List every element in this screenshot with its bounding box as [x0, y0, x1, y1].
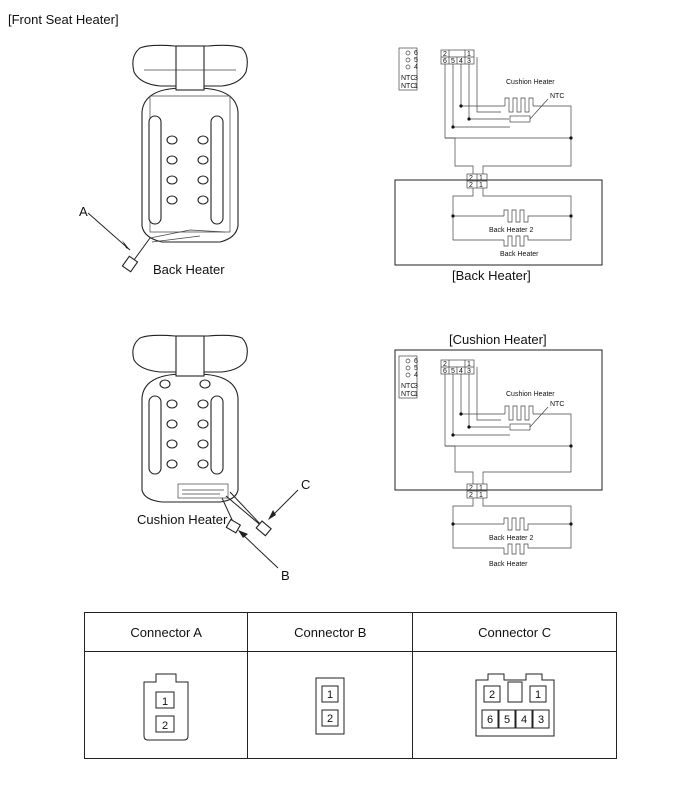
back-heater-label: Back Heater: [153, 262, 225, 277]
back-heater-seat: [121, 44, 248, 273]
upper-conn-pin-3: 3: [467, 368, 471, 375]
cushion-heater-label: Cushion Heater: [137, 512, 228, 527]
upper-conn-pin-6: 6: [443, 368, 447, 375]
lower-conn-top-2: 2: [469, 485, 473, 492]
pin-4-label: 4: [414, 64, 418, 71]
cushion-heater-element-label: Cushion Heater: [506, 79, 555, 86]
ntc-label-2: NTC: [401, 83, 415, 90]
lower-conn-top-1: 1: [479, 485, 483, 492]
connector-table: Connector A Connector B Connector C 1 2 …: [83, 612, 617, 759]
upper-conn-pin-1: 1: [467, 361, 471, 368]
callout-a-line: [87, 212, 131, 251]
callout-a-arrow: [122, 240, 130, 250]
cushion-heater-element-label: Cushion Heater: [506, 391, 555, 398]
schematic-cushion-heater: 6 5 4 NTC 3 NTC 1 2 1 6 5 4 3 Cushion He…: [394, 349, 603, 568]
lower-conn-bot-2: 2: [469, 182, 473, 189]
pin-5-label: 5: [414, 57, 418, 64]
callout-b-line: [239, 531, 279, 569]
connector-a-drawing: 1 2: [143, 673, 189, 740]
connector-b-drawing: 1 2: [315, 677, 345, 734]
upper-conn-pin-5: 5: [451, 58, 455, 65]
connector-c-pin-5: 5: [504, 714, 510, 726]
pin-5-label: 5: [414, 365, 418, 372]
upper-conn-pin-2: 2: [443, 51, 447, 58]
connector-c-header: Connector C: [412, 612, 617, 652]
connector-a-pin-1: 1: [162, 696, 168, 708]
ntc-label-2: NTC: [401, 391, 415, 398]
back-heater-2-label: Back Heater 2: [489, 535, 533, 542]
connector-c-pin-3: 3: [538, 714, 544, 726]
pin-6-label: 6: [414, 358, 418, 365]
callout-c-arrow: [268, 510, 276, 520]
connector-b-cell: 1 2: [247, 651, 414, 759]
connector-c-pin-6: 6: [487, 714, 493, 726]
upper-conn-pin-3: 3: [467, 58, 471, 65]
lower-conn-top-1: 1: [479, 175, 483, 182]
connector-c-drawing: 2 1 6 5 4 3: [475, 673, 555, 736]
connector-a-header: Connector A: [83, 612, 249, 652]
callout-b-arrow: [238, 530, 248, 538]
pin-3-label: 3: [414, 383, 418, 390]
pin-3-label: 3: [414, 75, 418, 82]
upper-conn-pin-1: 1: [467, 51, 471, 58]
cushion-heater-seat: [132, 334, 272, 537]
connector-c-pin-4: 4: [521, 714, 527, 726]
connector-b-header: Connector B: [247, 612, 414, 652]
connector-b-pin-1: 1: [327, 689, 333, 701]
connector-a-pin-2: 2: [162, 720, 168, 732]
lower-conn-bot-1: 1: [479, 492, 483, 499]
upper-conn-pin-4: 4: [459, 58, 463, 65]
back-heater-element-label: Back Heater: [500, 251, 539, 258]
back-heater-caption: [Back Heater]: [452, 268, 531, 283]
pin-1-label: 1: [414, 83, 418, 90]
ntc-label-1: NTC: [401, 75, 415, 82]
lower-conn-bot-2: 2: [469, 492, 473, 499]
schematic-back-heater: 6 5 4 NTC 3 NTC 1 2 1 6 5 4 3 Cushion He…: [394, 47, 603, 266]
page-title: [Front Seat Heater]: [8, 12, 119, 27]
pin-1-label: 1: [414, 391, 418, 398]
pin-4-label: 4: [414, 372, 418, 379]
upper-conn-pin-5: 5: [451, 368, 455, 375]
connector-a-cell: 1 2: [83, 651, 249, 759]
connector-c-cell: 2 1 6 5 4 3: [412, 651, 617, 759]
connector-b-pin-2: 2: [327, 713, 333, 725]
back-heater-2-label: Back Heater 2: [489, 227, 533, 234]
lower-conn-top-2: 2: [469, 175, 473, 182]
callout-a: A: [79, 204, 88, 219]
ntc-element-label: NTC: [550, 93, 564, 100]
ntc-element-label: NTC: [550, 401, 564, 408]
callout-c: C: [301, 477, 310, 492]
upper-conn-pin-4: 4: [459, 368, 463, 375]
callout-b: B: [281, 568, 290, 583]
back-heater-element-label: Back Heater: [489, 561, 528, 568]
connector-c-pin-1: 1: [535, 689, 541, 701]
upper-conn-pin-2: 2: [443, 361, 447, 368]
cushion-heater-caption: [Cushion Heater]: [449, 332, 547, 347]
pin-6-label: 6: [414, 50, 418, 57]
lower-conn-bot-1: 1: [479, 182, 483, 189]
connector-c-pin-2: 2: [489, 689, 495, 701]
upper-conn-pin-6: 6: [443, 58, 447, 65]
ntc-label-1: NTC: [401, 383, 415, 390]
